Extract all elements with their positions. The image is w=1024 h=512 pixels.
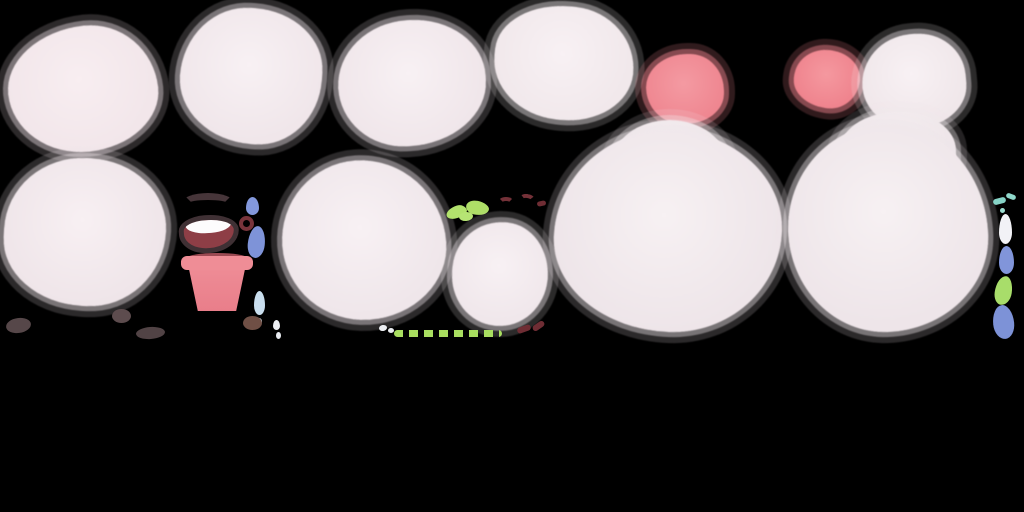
- pebble-3: [135, 326, 166, 340]
- mouth-teeth: [185, 218, 232, 235]
- leaf-sprig-3: [458, 211, 474, 222]
- white-drop-right: [999, 214, 1012, 244]
- green-leaf-right: [993, 274, 1014, 307]
- red-twig-2: [531, 319, 546, 333]
- pink-blob-1: [646, 54, 724, 124]
- blob-top-4: [488, 0, 640, 128]
- red-twig-1: [516, 323, 532, 335]
- blob-large-2: [784, 120, 992, 336]
- grass-dash-line: [394, 330, 502, 337]
- teal-dot: [1000, 208, 1005, 213]
- red-squiggle-3: [536, 200, 547, 207]
- open-mouth: [177, 212, 241, 256]
- blob-mid-3: [447, 218, 553, 330]
- pebble-2: [112, 309, 131, 323]
- blob-large-1: [550, 126, 786, 336]
- smile-arc: [182, 193, 234, 213]
- teal-dash-2: [1005, 192, 1017, 201]
- pot-body: [189, 269, 245, 311]
- blob-top-1: [1, 18, 165, 160]
- red-squiggle-2: [518, 192, 536, 207]
- white-speck-1: [378, 324, 388, 332]
- blob-mid-1: [0, 153, 170, 311]
- blob-mid-2: [276, 154, 452, 326]
- soil-clump: [243, 316, 262, 330]
- pot-rim: [181, 256, 253, 271]
- teal-dash-1: [992, 196, 1007, 206]
- blue-drop-small: [246, 197, 259, 215]
- red-squiggle-1: [498, 197, 514, 208]
- blue-blob-right: [991, 303, 1016, 341]
- blob-top-2: [175, 3, 327, 149]
- blue-drop-right: [999, 246, 1014, 274]
- white-drip-1: [273, 320, 280, 330]
- white-speck-2: [388, 328, 394, 333]
- mouth-outline: [177, 212, 241, 256]
- water-drip: [254, 291, 265, 315]
- pebble-1: [5, 316, 32, 335]
- blob-top-3: [334, 16, 490, 150]
- flower-pot: [181, 253, 253, 311]
- pink-blob-2: [790, 45, 864, 113]
- dark-red-ring: [239, 216, 254, 231]
- white-drip-2: [276, 332, 281, 339]
